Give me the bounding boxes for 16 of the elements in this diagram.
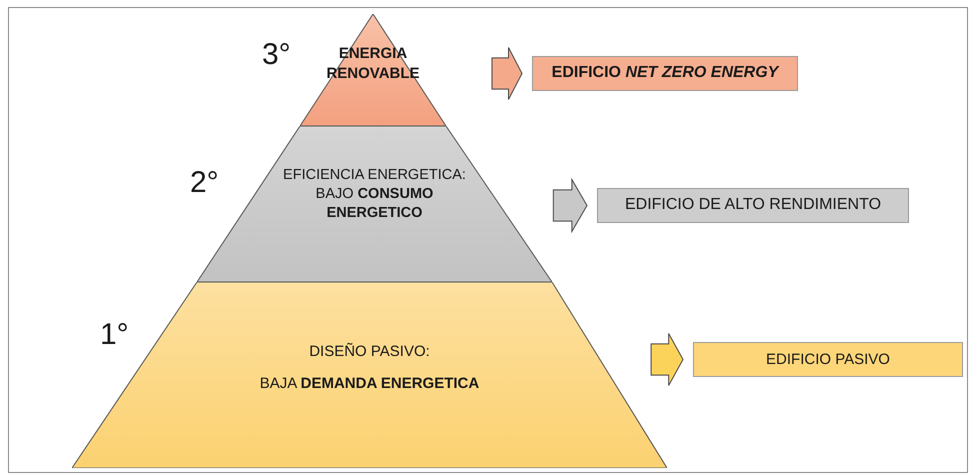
block-arrow: [552, 178, 588, 234]
result-box: [597, 188, 909, 223]
block-arrow: [492, 47, 523, 100]
block-arrow: [650, 333, 684, 386]
box-label: EDIFICIO NET ZERO ENERGY: [552, 63, 778, 84]
pyramid-tier: [72, 282, 667, 468]
level-number: 1°: [100, 320, 129, 350]
tier-label: BAJA DEMANDA ENERGETICA: [260, 374, 480, 393]
box-label: EDIFICIO DE ALTO RENDIMIENTO: [624, 195, 882, 216]
result-box: [532, 56, 798, 91]
level-number: 3°: [262, 40, 291, 70]
tier-label: DISEÑO PASIVO:: [309, 342, 430, 362]
result-box: [693, 342, 963, 377]
tier-label: EFICIENCIA ENERGETICA: BAJO CONSUMO ENERGETICO: [282, 166, 467, 223]
box-label: EDIFICIO PASIVO: [766, 350, 890, 370]
level-number: 2°: [190, 168, 219, 198]
